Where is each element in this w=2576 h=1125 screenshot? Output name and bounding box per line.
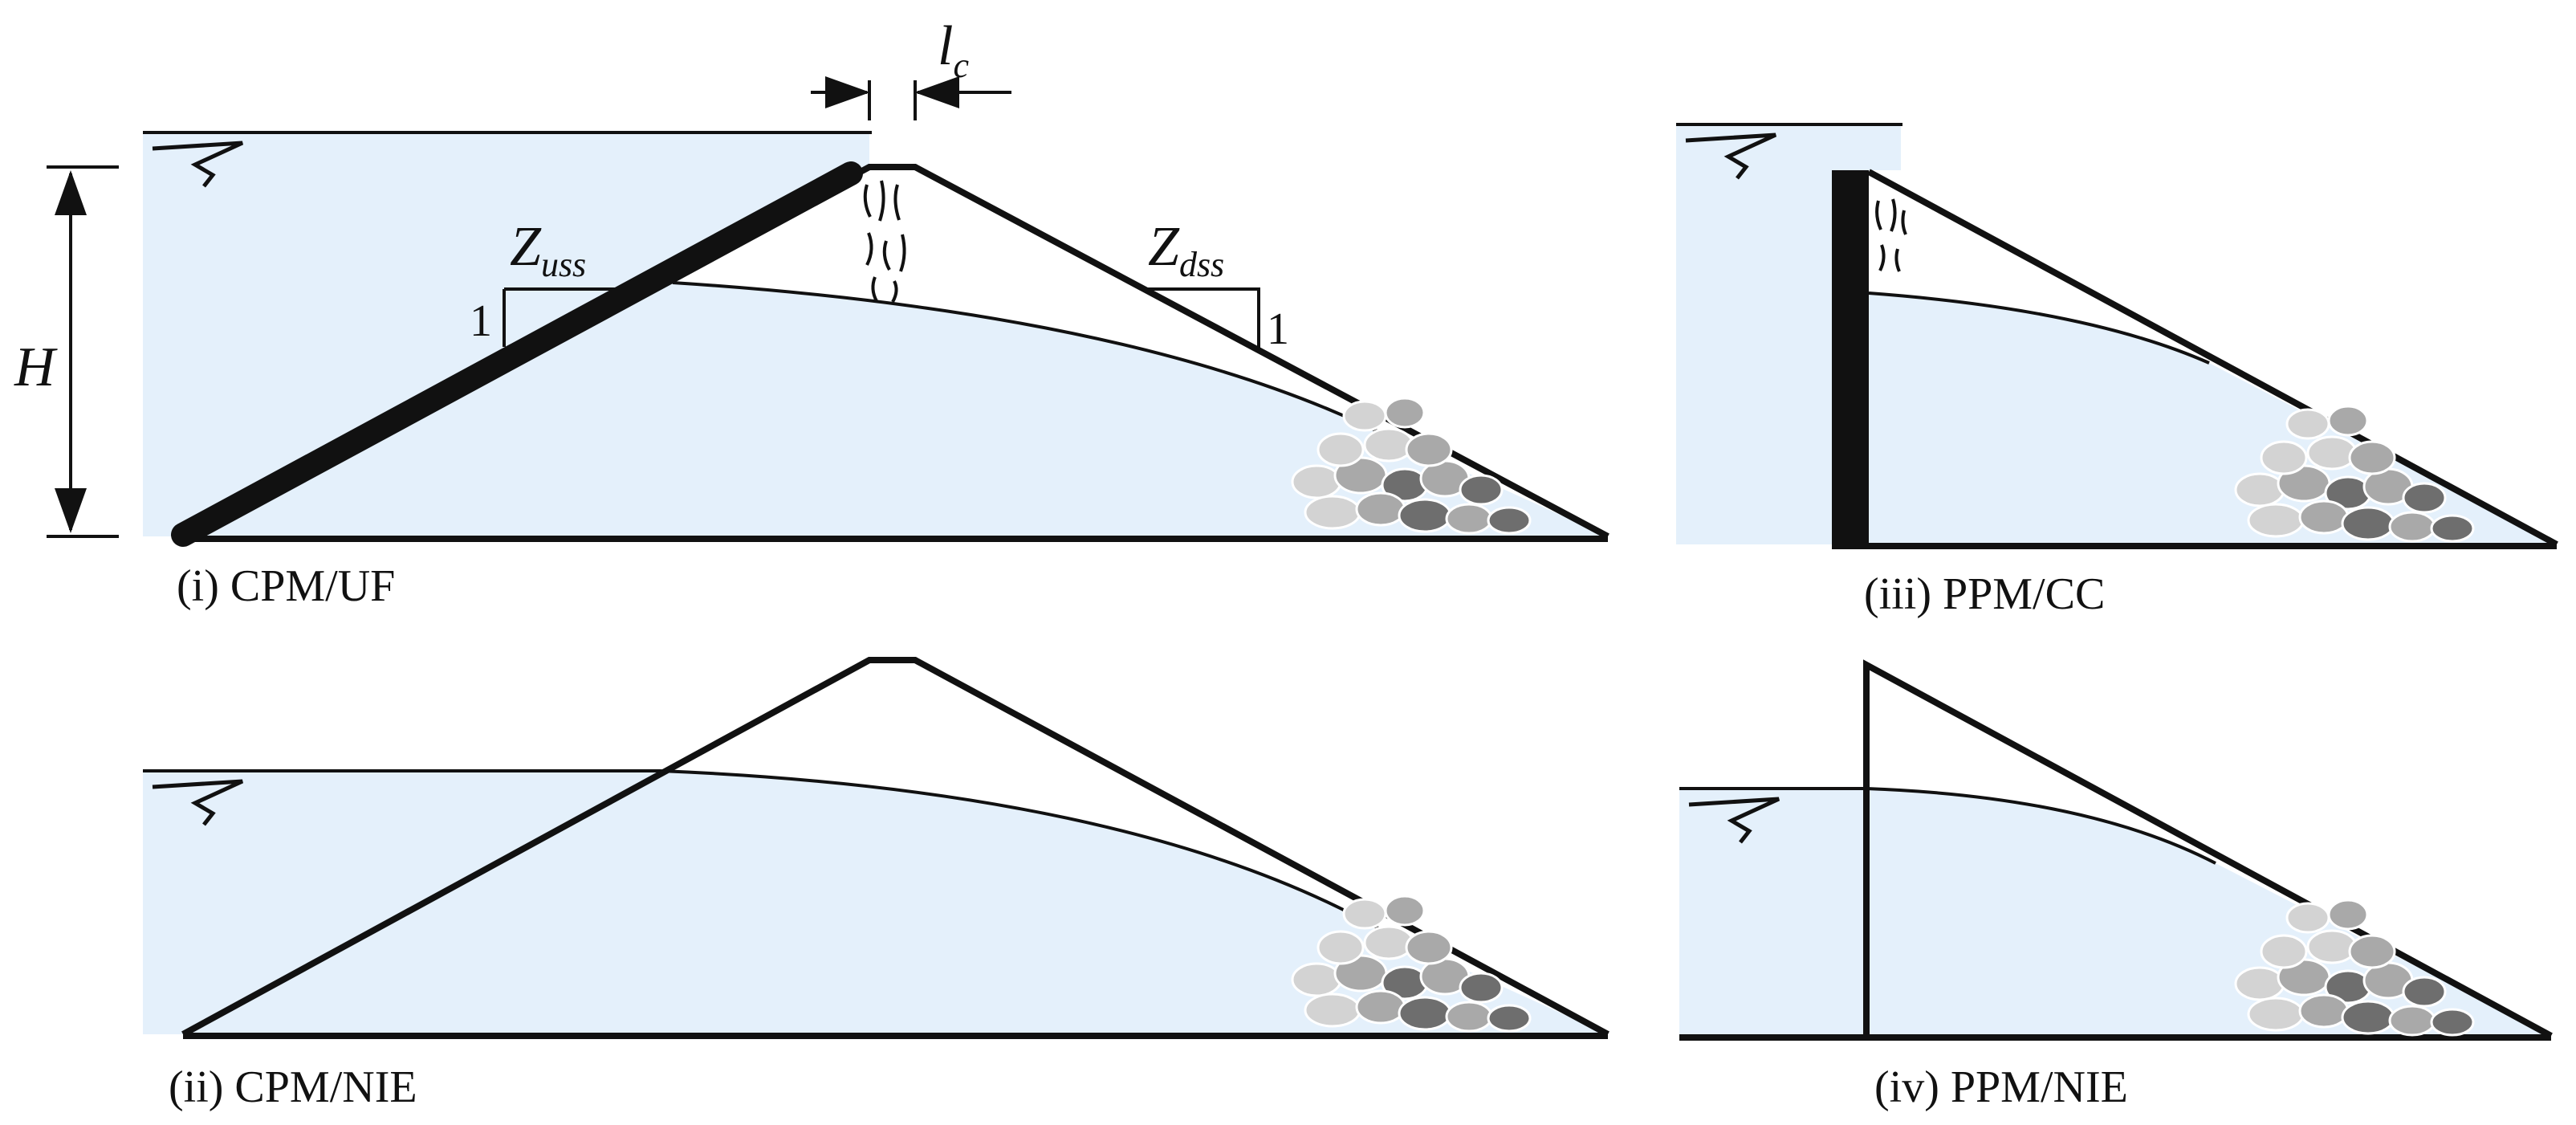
reservoir-water: [1676, 124, 1901, 544]
water-surface-icon: [152, 141, 244, 188]
panel-caption: (iv) PPM/NIE: [1874, 1062, 2128, 1112]
downstream-slope-unit: 1: [1267, 304, 1289, 354]
crest-length-label: lc: [938, 15, 969, 85]
water-surface-icon: [152, 779, 244, 826]
saturated-zone: [1866, 789, 2551, 1036]
panel-iv: (iv) PPM/NIE: [1679, 659, 2553, 1112]
downstream-slope-label: Zdss: [1148, 216, 1224, 284]
upstream-slope-unit: 1: [470, 296, 492, 346]
saturated-zone: [183, 283, 1608, 536]
panel-i: H lc Zuss 1 Zdss 1 (i) CPM/UF: [14, 15, 1609, 611]
upstream-facing-liner: [171, 161, 863, 547]
panel-ii: (ii) CPM/NIE: [143, 657, 1609, 1112]
phreatic-line: [672, 281, 1396, 442]
phreatic-line: [1866, 787, 2216, 865]
concrete-core-wall: [1832, 170, 1869, 546]
crest-cracks: [1875, 198, 1907, 272]
crest-cracks: [863, 180, 906, 303]
reservoir-water: [1679, 789, 1866, 1036]
panel-caption: (i) CPM/UF: [177, 561, 395, 611]
phreatic-line: [660, 769, 1397, 940]
panel-iii: (iii) PPM/CC: [1676, 123, 2558, 619]
reservoir-water: [143, 771, 661, 1034]
dam-outline: [1867, 169, 2558, 548]
dam-outline: [181, 657, 1609, 1037]
reservoir-water: [143, 132, 869, 536]
panel-caption: (iii) PPM/CC: [1864, 569, 2105, 619]
height-label: H: [14, 336, 58, 398]
saturated-zone: [183, 771, 1608, 1034]
water-surface-icon: [1685, 132, 1777, 180]
phreatic-line: [1868, 291, 2210, 365]
water-surface-icon: [1688, 797, 1780, 844]
upstream-slope-label: Zuss: [510, 216, 586, 284]
panel-caption: (ii) CPM/NIE: [169, 1062, 417, 1112]
saturated-zone: [1869, 293, 2557, 544]
